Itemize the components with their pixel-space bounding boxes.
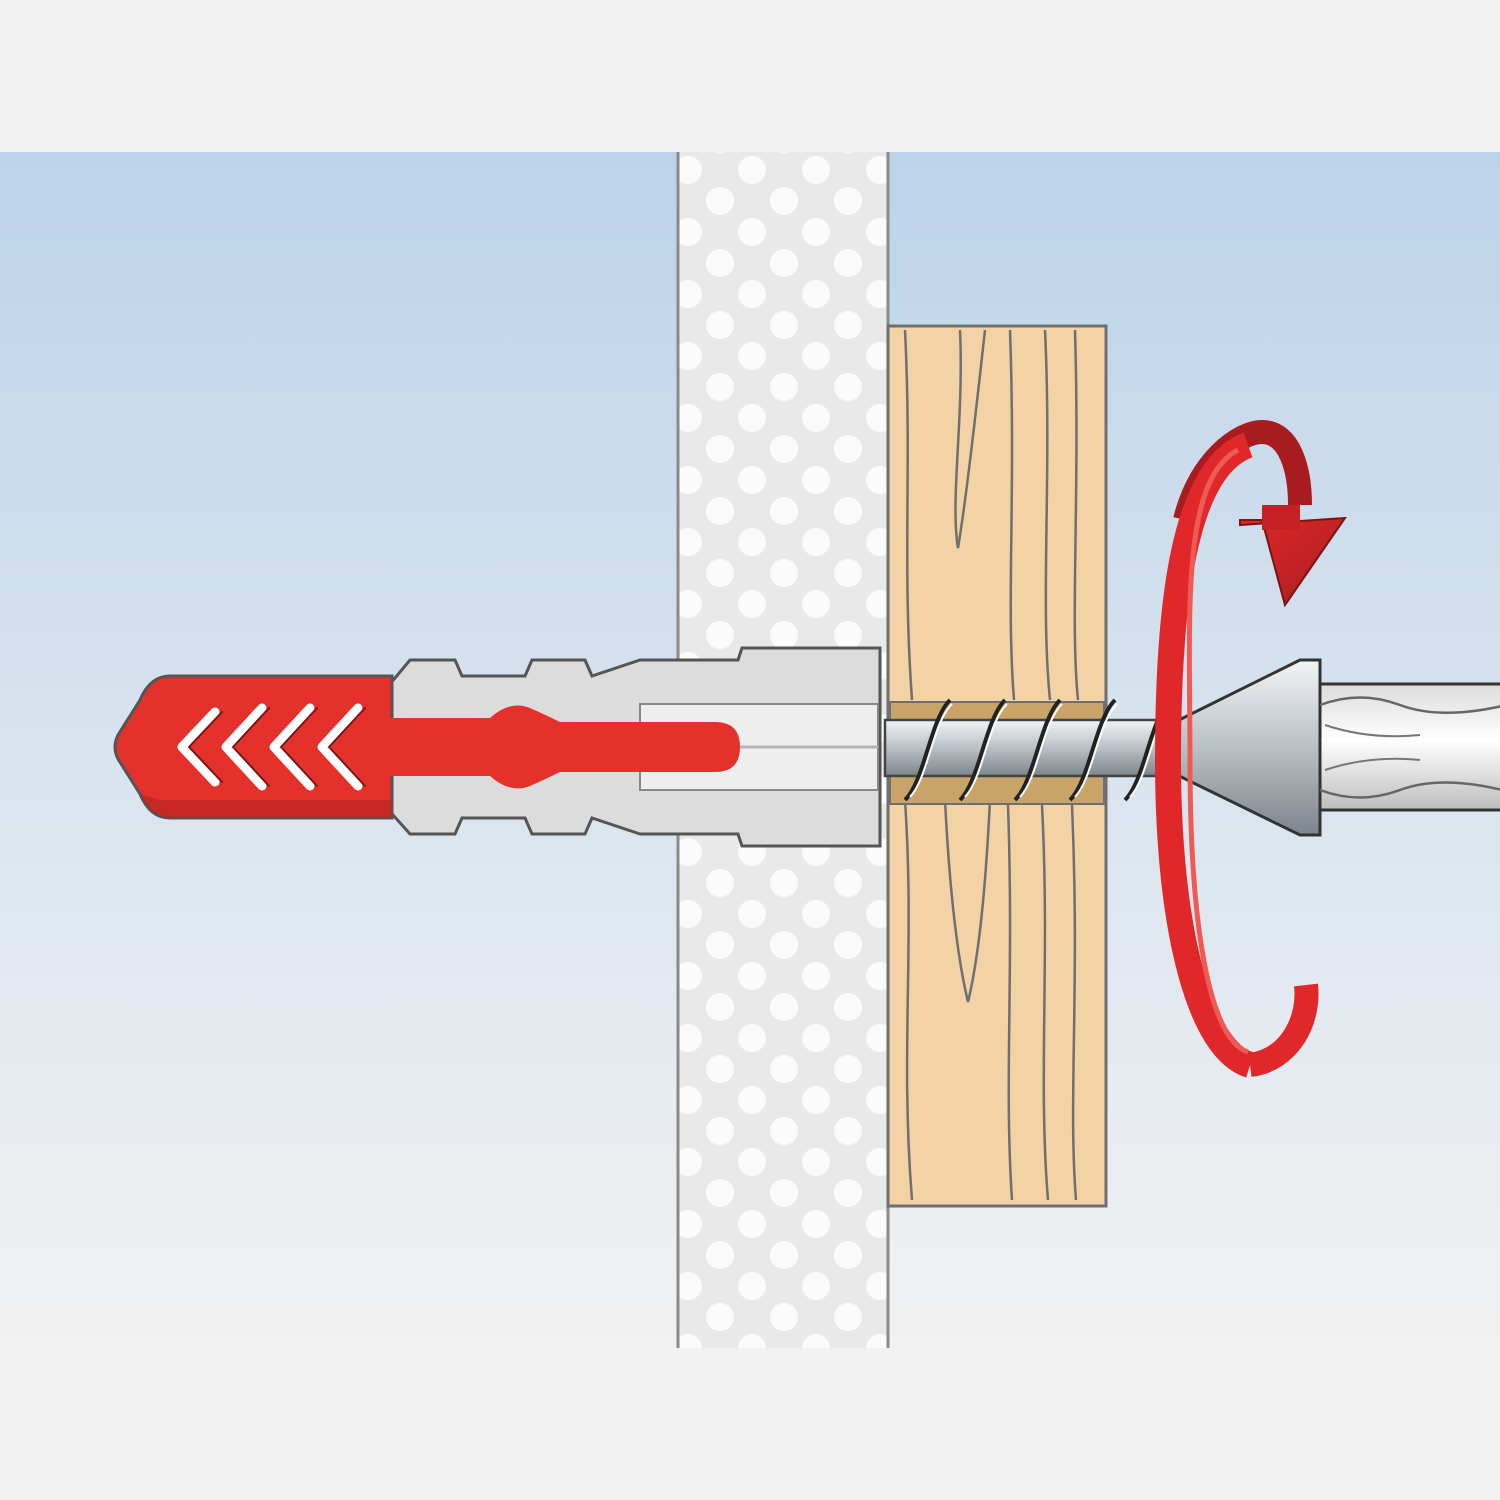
wall-plug-red-tip (113, 674, 394, 820)
wall-plug-chevrons (177, 703, 363, 791)
rotate-clockwise-arrow-icon (1154, 419, 1347, 1078)
phillips-screwdriver-icon (1318, 682, 1500, 812)
screw (883, 658, 1322, 837)
wall-plug (113, 646, 882, 848)
wall-plug-red-core (380, 705, 740, 789)
